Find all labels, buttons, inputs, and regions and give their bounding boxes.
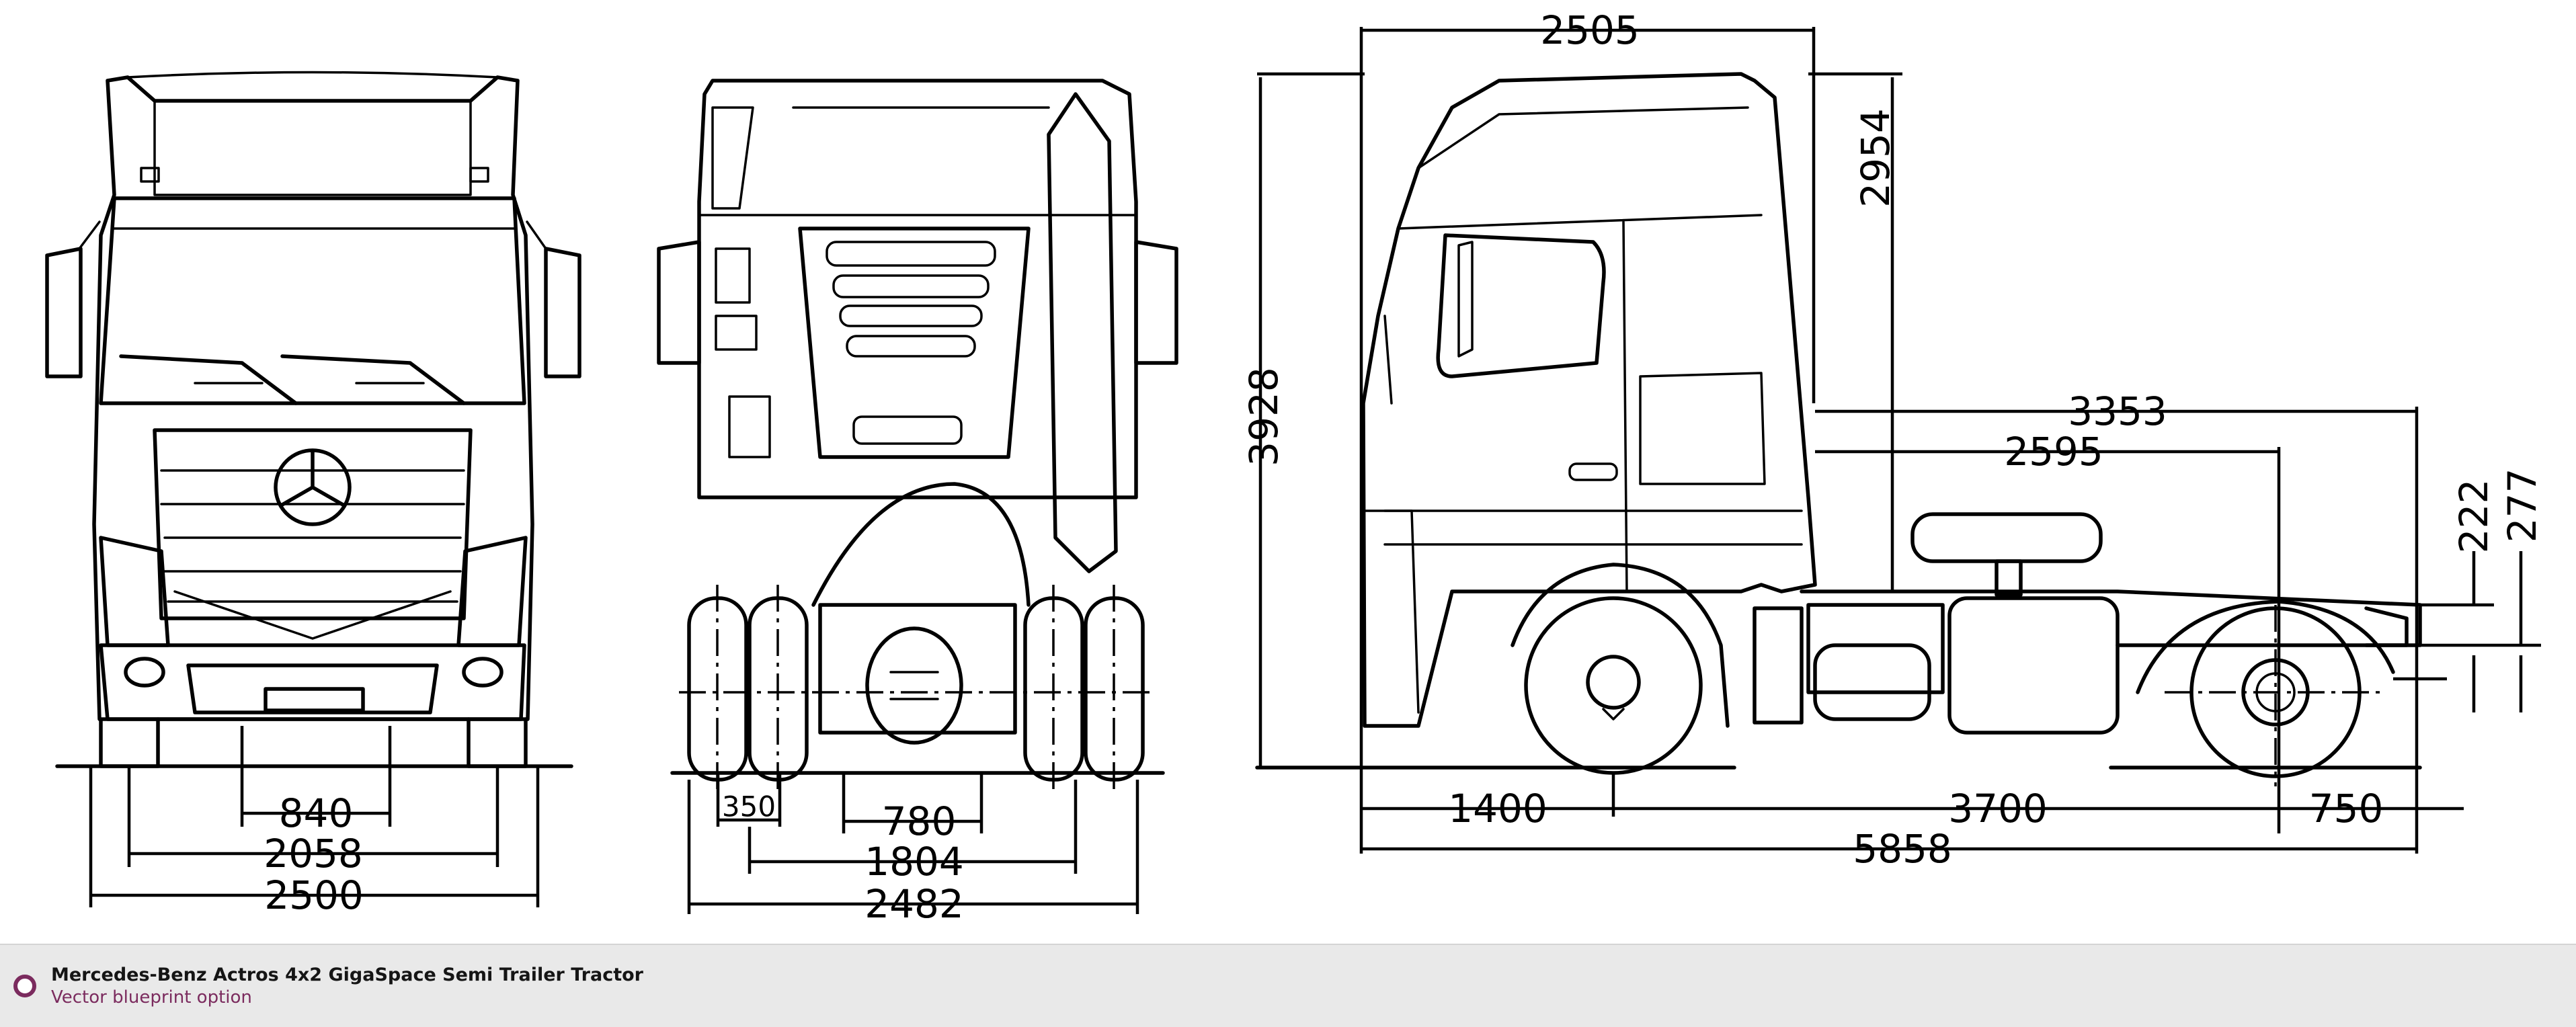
rear-dim-780: 780 <box>882 798 957 844</box>
rear-view: 350 780 1804 2482 <box>657 79 1178 927</box>
front-dim-2500: 2500 <box>264 872 364 918</box>
rear-dim-350: 350 <box>722 790 776 823</box>
side-dim-750: 750 <box>2309 786 2384 831</box>
truck-blueprint-drawing: 840 2058 2500 <box>45 7 2545 927</box>
front-dim-840: 840 <box>279 790 354 836</box>
side-dim-3700: 3700 <box>1948 786 2048 831</box>
side-dim-277: 277 <box>2499 468 2545 543</box>
caption-subtitle: Vector blueprint option <box>51 987 252 1008</box>
side-dim-222: 222 <box>2451 479 2497 554</box>
radio-button-icon[interactable] <box>13 975 36 997</box>
side-dim-1400: 1400 <box>1448 786 1547 831</box>
rear-dim-1804: 1804 <box>864 839 964 885</box>
side-dim-5858: 5858 <box>1853 826 1952 872</box>
caption-bar: Mercedes-Benz Actros 4x2 GigaSpace Semi … <box>0 944 2576 1027</box>
side-dim-3353: 3353 <box>2068 388 2167 434</box>
caption-title: Mercedes-Benz Actros 4x2 GigaSpace Semi … <box>51 964 643 985</box>
front-dim-2058: 2058 <box>264 831 363 876</box>
caption-text: Mercedes-Benz Actros 4x2 GigaSpace Semi … <box>51 964 643 1008</box>
side-dim-2505: 2505 <box>1540 7 1640 53</box>
side-dim-2954: 2954 <box>1853 108 1898 208</box>
side-dim-2595: 2595 <box>2004 429 2103 475</box>
side-dim-3928: 3928 <box>1241 367 1287 466</box>
side-view: 2505 2954 3928 3353 2595 222 277 1400 37… <box>1241 7 2545 872</box>
rear-dim-2482: 2482 <box>864 881 964 927</box>
front-view: 840 2058 2500 <box>45 71 581 918</box>
